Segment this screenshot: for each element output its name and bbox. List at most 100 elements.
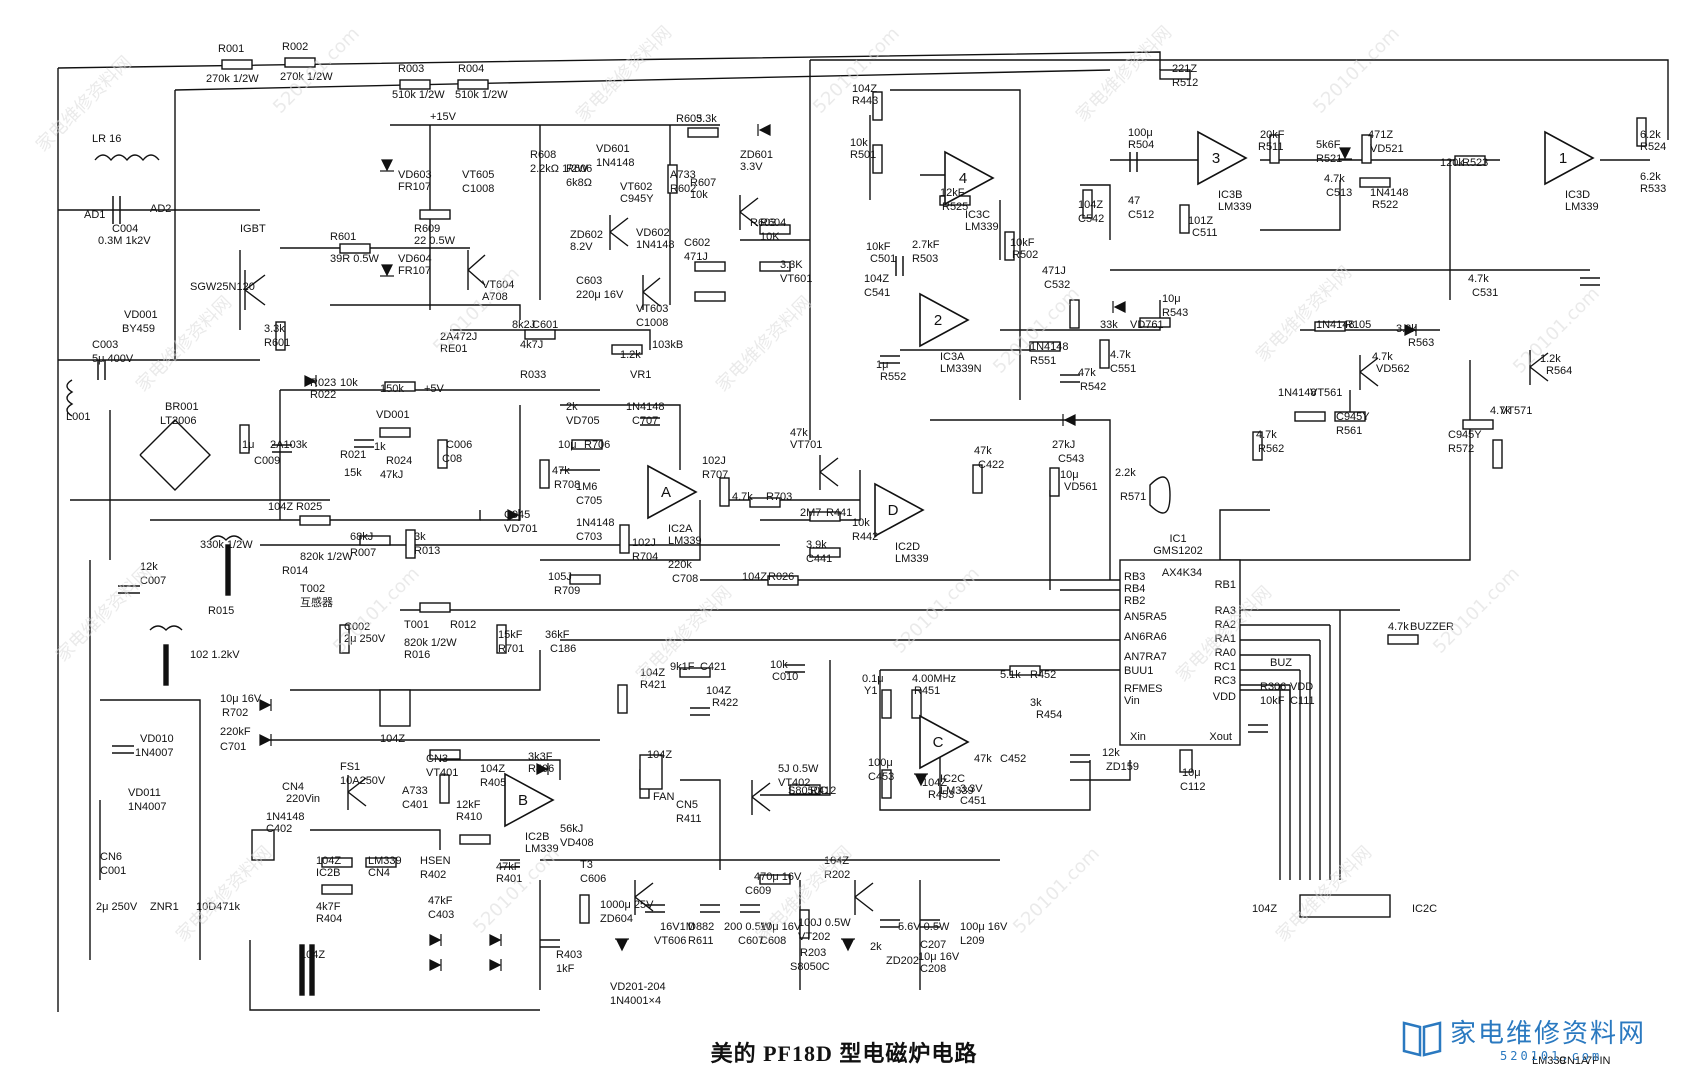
component-label: C003	[92, 339, 118, 351]
component-label: R015	[208, 605, 234, 617]
component-label: 47	[1128, 195, 1140, 207]
component-label: C543	[1058, 453, 1084, 465]
component-label: VD001	[376, 409, 410, 421]
comparator-number: A	[661, 484, 671, 501]
component-label: 2.2k	[1115, 467, 1136, 479]
component-label: 100J 0.5W	[798, 917, 851, 929]
ic1-pin-bottom: Xin	[1130, 731, 1146, 743]
component-label: R543	[1162, 307, 1188, 319]
comparator-number: B	[518, 792, 528, 809]
comparator-number: 2	[934, 312, 942, 329]
component-label: AD1	[84, 209, 105, 221]
component-label: 100μ	[1128, 127, 1153, 139]
component-label: CN4	[368, 867, 390, 879]
component-label: ZD202	[886, 955, 919, 967]
component-label: 47kF	[428, 895, 453, 907]
comparator-label: IC2A	[668, 523, 693, 535]
component-label: 12k	[140, 561, 158, 573]
component-label: R601	[264, 337, 290, 349]
component-label: C513	[1326, 187, 1352, 199]
ic1-pin-left: AN6RA6	[1124, 631, 1167, 643]
component-label: 510k 1/2W	[455, 89, 508, 101]
component-label: R701	[498, 643, 524, 655]
component-label: FAN	[653, 791, 674, 803]
component-label: C010	[772, 671, 798, 683]
diagram-caption: 美的 PF18D 型电磁炉电路	[710, 1041, 978, 1066]
component-label: C607	[738, 935, 764, 947]
component-label: 互感器	[300, 596, 333, 609]
component-label: 101Z	[1188, 215, 1213, 227]
component-label: C945	[504, 509, 530, 521]
component-label: C512	[1128, 209, 1154, 221]
component-label: 104Z	[647, 749, 672, 761]
component-label: 102J	[632, 537, 656, 549]
component-label: 104Z	[480, 763, 505, 775]
component-label: R523	[1462, 157, 1488, 169]
component-label: VT606	[654, 935, 686, 947]
component-label: 2μ 250V	[344, 633, 386, 645]
component-label: 270k 1/2W	[206, 73, 259, 85]
component-label: R611	[688, 935, 713, 947]
component-label: VD011	[128, 787, 161, 799]
component-label: 10kF	[1010, 237, 1035, 249]
component-label: 4.00MHz	[912, 673, 956, 685]
component-label: R013	[414, 545, 440, 557]
component-label: 10kF	[1260, 695, 1285, 707]
component-label: 471J	[684, 251, 708, 263]
component-label: 15k	[344, 467, 362, 479]
component-label: A733	[670, 169, 696, 181]
components	[66, 57, 1647, 996]
component-label: C501	[870, 253, 896, 265]
component-label: LR 16	[92, 133, 121, 145]
component-label: C945Y	[1448, 429, 1482, 441]
component-label: 2k	[566, 401, 578, 413]
ic1-pin-left: AN7RA7	[1124, 651, 1167, 663]
comparator-symbol	[1544, 130, 1595, 186]
component-label: R525	[942, 201, 968, 213]
component-label: C705	[576, 495, 602, 507]
component-label: R552	[880, 371, 906, 383]
component-label: 1N4148	[1030, 341, 1069, 353]
component-label: 15kF	[498, 629, 523, 641]
component-label: R604	[760, 217, 786, 229]
component-label: R012	[450, 619, 476, 631]
component-label: LM339	[1532, 1055, 1566, 1067]
component-label: 1N4148	[576, 517, 615, 529]
comparator-number: C	[933, 734, 944, 751]
component-label: R451	[914, 685, 940, 697]
component-label: R007	[350, 547, 376, 559]
component-label: 10μ 16V	[220, 693, 262, 705]
component-label: 3.3k	[1396, 323, 1417, 335]
component-label: 8k2J	[512, 319, 535, 331]
component-label: 3.3k	[264, 323, 285, 335]
component-label: T3	[580, 859, 593, 871]
component-label: 10k	[690, 189, 708, 201]
component-label: VT601	[780, 273, 812, 285]
component-label: 104Z	[824, 855, 849, 867]
component-label: 1N4148	[596, 157, 635, 169]
comparator-symbol	[1197, 130, 1248, 186]
component-label: 2.7kF	[912, 239, 940, 251]
component-label: 4.7k	[1324, 173, 1345, 185]
component-label: R524	[1640, 141, 1666, 153]
comparator-part: LM339	[525, 843, 559, 855]
component-label: 10μ	[1182, 767, 1201, 779]
component-label: VT604	[482, 279, 514, 291]
component-label: R404	[316, 913, 342, 925]
component-label: ZNR1	[150, 901, 179, 913]
component-label: C441	[806, 553, 832, 565]
component-label: VD705	[566, 415, 600, 427]
comparator-number: 1	[1559, 150, 1567, 167]
component-label: C601	[532, 319, 558, 331]
component-label: L209	[960, 935, 984, 947]
component-label: 12kF	[456, 799, 481, 811]
component-label: R551	[1030, 355, 1056, 367]
component-label: R512	[1172, 77, 1198, 89]
ic1-pin-right: RB1	[1215, 579, 1236, 591]
component-label: 20kF	[1260, 129, 1285, 141]
component-label: 470μ 16V	[754, 871, 802, 883]
